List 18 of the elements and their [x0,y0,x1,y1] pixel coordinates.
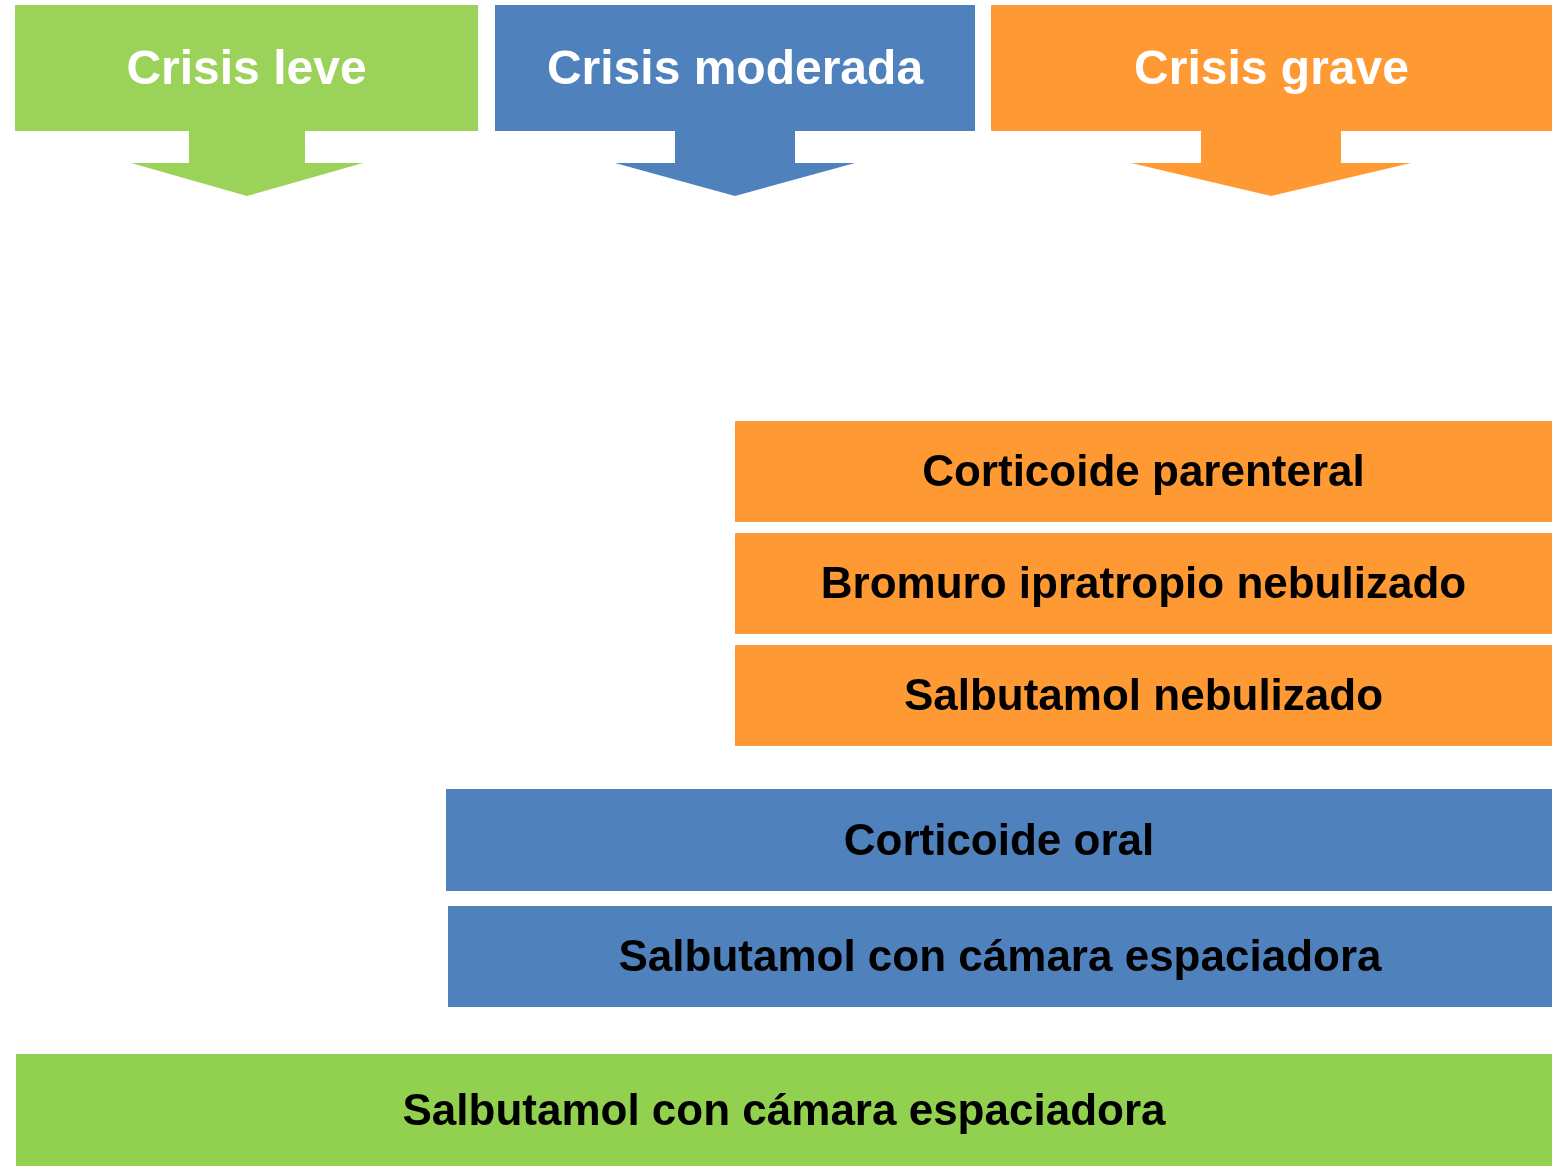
category-title: Crisis grave [1134,41,1409,95]
treatment-label: Corticoide oral [843,815,1155,865]
treatment-label: Bromuro ipratropio nebulizado [820,559,1467,608]
treatment-label: Salbutamol nebulizado [903,671,1384,720]
treatment-label: Corticoide parenteral [922,447,1365,496]
treatment-bar [735,645,1552,746]
treatment-bar [735,421,1552,522]
category-title: Crisis leve [126,41,367,95]
treatment-bar [448,906,1552,1007]
category-title: Crisis moderada [546,41,924,95]
treatment-label: Salbutamol con cámara espaciadora [402,1085,1166,1135]
treatment-bar [735,533,1552,634]
category-banner [495,5,975,196]
treatment-label: Salbutamol con cámara espaciadora [618,932,1382,981]
category-banner [15,5,478,196]
treatment-bar [446,789,1552,891]
category-banner [991,5,1552,196]
treatment-bar [16,1054,1552,1166]
